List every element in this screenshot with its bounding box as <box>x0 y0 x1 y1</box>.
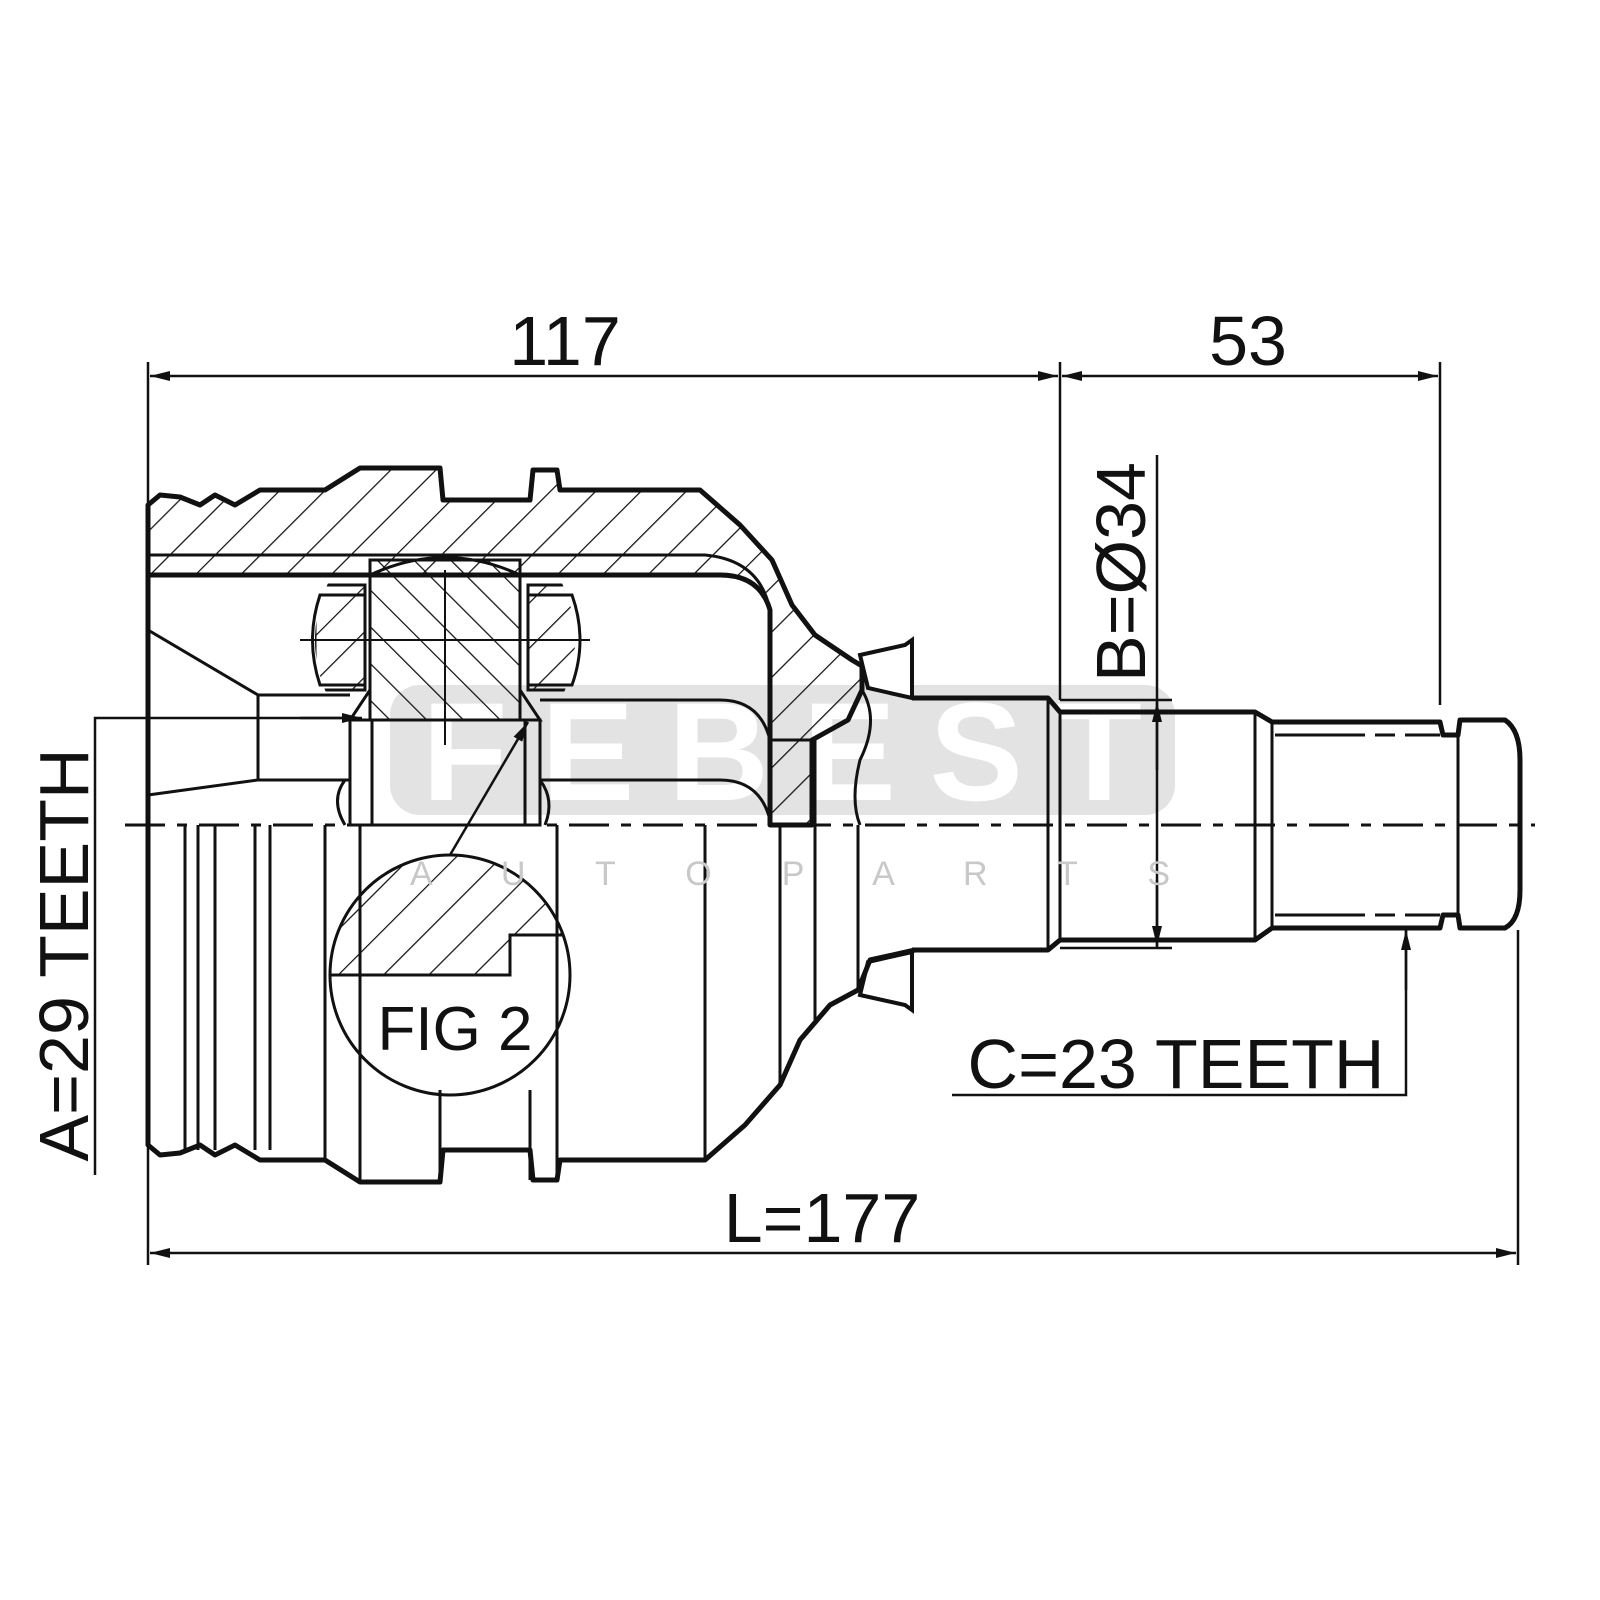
dim-shaft-diameter: B=Ø34 <box>1082 462 1160 682</box>
dim-outer-spline: A=29 TEETH <box>25 748 103 1161</box>
fig2-detail: FIG 2 <box>328 721 572 1097</box>
dim-total-length: L=177 <box>724 1179 921 1257</box>
dim-inner-spline: C=23 TEETH <box>968 1025 1385 1103</box>
dim-117: 117 <box>509 302 621 380</box>
tripod-section <box>300 556 590 745</box>
fig2-label: FIG 2 <box>377 995 532 1064</box>
dim-53: 53 <box>1209 302 1287 380</box>
boot-clamp <box>857 636 914 1014</box>
watermark-subtitle: A U T O P A R T S <box>410 855 1170 893</box>
housing-exterior <box>145 505 916 1185</box>
housing-section <box>145 465 865 828</box>
dimension-lines <box>93 362 1520 1265</box>
